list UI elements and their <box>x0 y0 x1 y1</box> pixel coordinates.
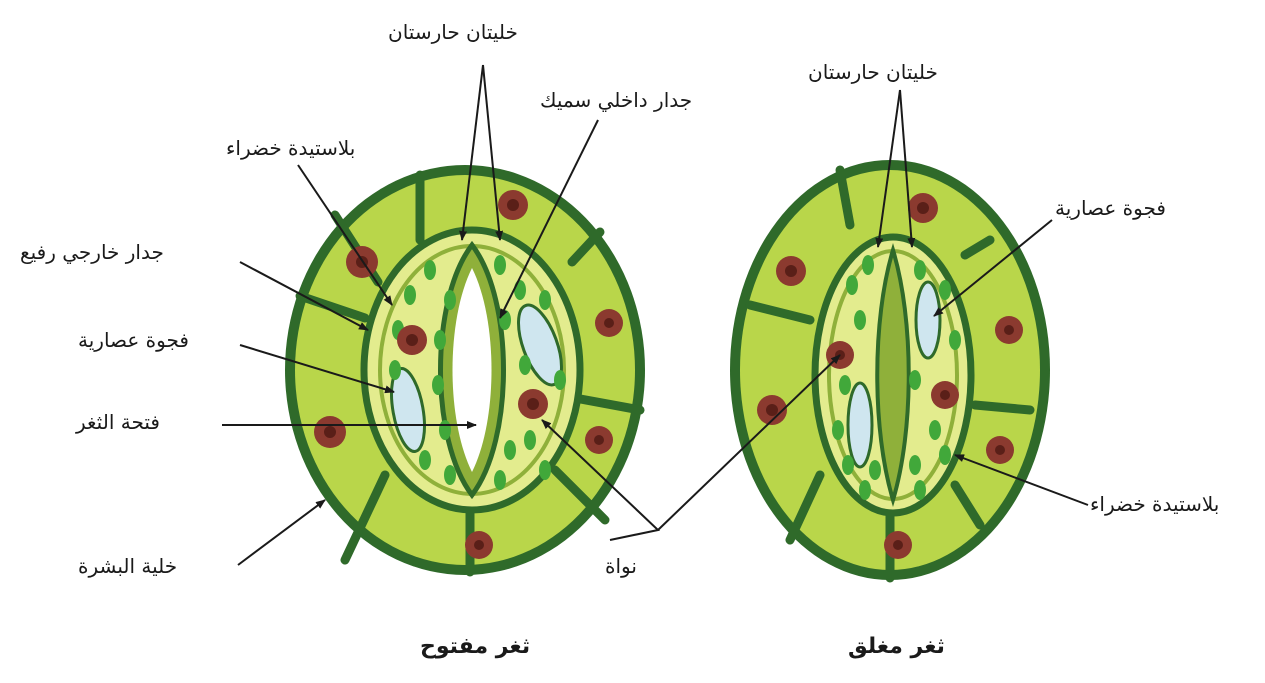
label-stoma-opening: فتحة الثغر <box>76 412 160 432</box>
label-guard-cells-closed: خليتان حارستان <box>808 62 938 82</box>
label-guard-cells-open: خليتان حارستان <box>388 22 518 42</box>
label-thick-inner-wall: جدار داخلي سميك <box>540 90 692 110</box>
caption-closed-stoma: ثغر مغلق <box>848 636 945 658</box>
label-thin-outer-wall: جدار خارجي رفيع <box>20 242 164 262</box>
caption-open-stoma: ثغر مفتوح <box>420 636 530 658</box>
label-vacuole-closed: فجوة عصارية <box>1055 198 1166 218</box>
vacuole-closed-left <box>848 383 872 467</box>
closed-stoma <box>730 160 1050 580</box>
label-epidermal-cell: خلية البشرة <box>78 556 177 576</box>
vacuole-closed-right <box>916 282 940 358</box>
label-vacuole-open: فجوة عصارية <box>78 330 189 350</box>
label-green-plastid-open: بلاستيدة خضراء <box>226 138 355 158</box>
label-green-plastid-closed: بلاستيدة خضراء <box>1090 494 1219 514</box>
label-nucleus: نواة <box>605 556 637 576</box>
